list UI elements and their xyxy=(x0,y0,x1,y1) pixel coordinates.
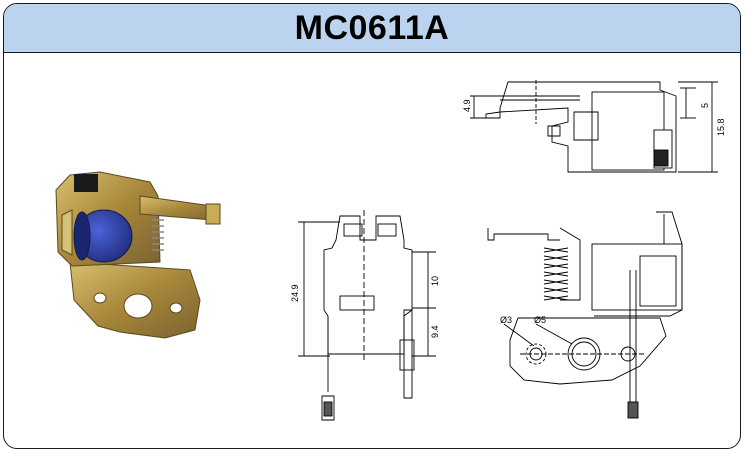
dim-top-total: 15.8 xyxy=(716,118,726,136)
dim-front-upper: 10 xyxy=(430,276,440,286)
dim-hole-small: Ø3 xyxy=(500,315,512,325)
front-view-drawing xyxy=(298,210,436,421)
dim-front-total: 24.9 xyxy=(290,284,300,302)
dim-top-offset: 5 xyxy=(700,103,710,108)
dim-top-height: 4.9 xyxy=(462,99,472,112)
top-view-drawing xyxy=(470,80,718,173)
product-photo xyxy=(55,171,221,339)
title-bar: MC0611A xyxy=(4,4,740,53)
dim-hole-large: Ø5 xyxy=(534,315,546,325)
side-view-drawing xyxy=(487,211,683,419)
product-title: MC0611A xyxy=(294,8,450,47)
dim-front-lower: 9.4 xyxy=(430,325,440,338)
